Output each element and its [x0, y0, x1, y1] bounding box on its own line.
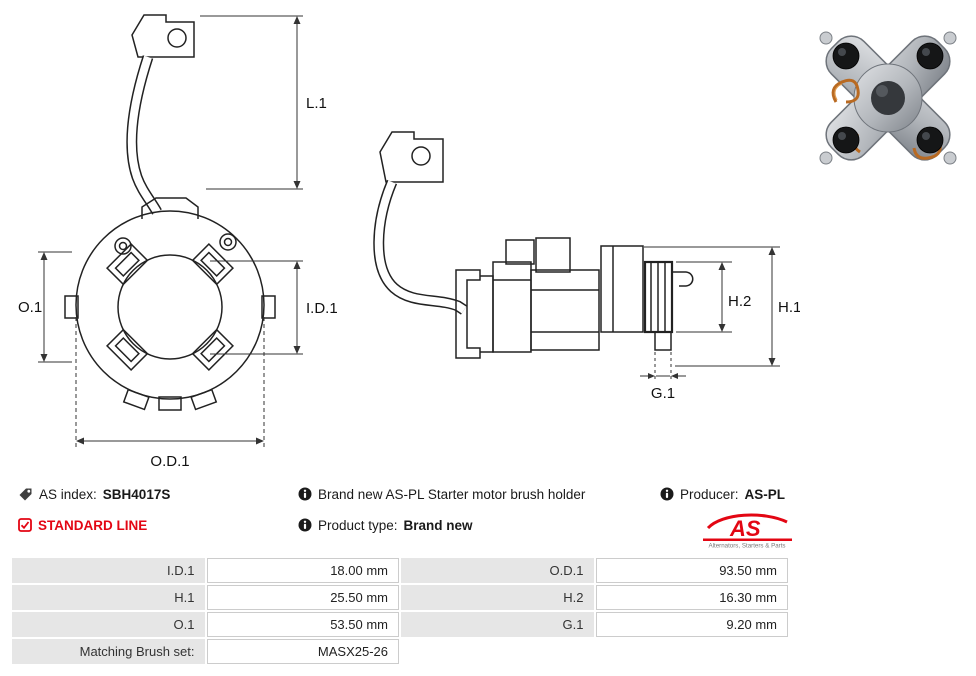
spec-label-h1: H.1: [12, 585, 205, 610]
side-lead-wire: [373, 179, 468, 315]
side-view-technical-drawing: H.2 H.1 G.1: [373, 131, 800, 400]
spec-empty-cell: [596, 639, 789, 664]
dimension-label-o1: O.1: [18, 299, 42, 316]
standard-line-row: STANDARD LINE: [18, 515, 283, 535]
spec-label-od1: O.D.1: [401, 558, 594, 583]
product-description: Brand new AS-PL Starter motor brush hold…: [318, 486, 586, 502]
info-icon: [298, 518, 312, 532]
spec-value-g1: 9.20 mm: [595, 612, 788, 637]
product-type-row: Product type: Brand new: [298, 515, 648, 535]
dimension-label-id1: I.D.1: [306, 300, 338, 317]
side-terminal-block: [379, 131, 444, 183]
standard-line-label: STANDARD LINE: [38, 517, 148, 533]
spec-value-o1: 53.50 mm: [206, 612, 399, 637]
spec-row: O.1 53.50 mm G.1 9.20 mm: [12, 612, 788, 637]
as-index-value: SBH4017S: [102, 486, 171, 502]
spec-value-od1: 93.50 mm: [595, 558, 788, 583]
description-row: Brand new AS-PL Starter motor brush hold…: [298, 484, 648, 504]
tag-icon: [18, 487, 33, 502]
producer-label: Producer:: [680, 486, 739, 502]
logo-text: AS: [729, 516, 761, 541]
checkbox-checked-icon: [18, 518, 32, 532]
front-holder-plate: [64, 197, 276, 411]
info-middle-column: Brand new AS-PL Starter motor brush hold…: [298, 484, 648, 546]
spec-label-g1: G.1: [401, 612, 594, 637]
side-dimension-lines: [640, 246, 780, 382]
front-lead-wire: [126, 55, 162, 215]
info-icon: [660, 487, 674, 501]
product-photo: [819, 31, 957, 165]
dimension-label-l1: L.1: [306, 95, 327, 112]
as-pl-logo: AS Alternators, Starters & Parts: [700, 511, 800, 554]
product-type-value: Brand new: [403, 517, 473, 533]
spec-label-matching-brush-set: Matching Brush set:: [12, 639, 205, 664]
specifications-table: I.D.1 18.00 mm O.D.1 93.50 mm H.1 25.50 …: [10, 556, 790, 666]
spec-row: I.D.1 18.00 mm O.D.1 93.50 mm: [12, 558, 788, 583]
as-index-label: AS index:: [39, 486, 97, 502]
dimension-label-od1: O.D.1: [150, 453, 189, 470]
dimension-label-h1: H.1: [778, 299, 800, 316]
product-type-label: Product type:: [318, 517, 398, 533]
side-dimension-arrows: [648, 247, 776, 379]
logo-subtext: Alternators, Starters & Parts: [708, 543, 785, 550]
side-holder-body: [455, 237, 694, 359]
front-dimension-lines: [38, 15, 303, 447]
front-terminal-block: [131, 14, 195, 58]
info-icon: [298, 487, 312, 501]
producer-value: AS-PL: [744, 486, 786, 502]
dimension-label-g1: G.1: [651, 385, 675, 400]
dimension-label-h2: H.2: [728, 293, 751, 310]
info-right-column: Producer: AS-PL AS Alternators, Starters…: [660, 484, 800, 554]
spec-empty-cell: [401, 639, 594, 664]
logo-rule: [703, 538, 792, 541]
photo-metal-plate: [825, 35, 951, 161]
front-view-technical-drawing: L.1 I.D.1 O.1 O.D.1: [18, 14, 338, 470]
photo-screws: [819, 31, 957, 165]
spec-label-id1: I.D.1: [12, 558, 205, 583]
spec-value-h2: 16.30 mm: [595, 585, 788, 610]
spec-row: Matching Brush set: MASX25-26: [12, 639, 788, 664]
spec-row: H.1 25.50 mm H.2 16.30 mm: [12, 585, 788, 610]
front-dimension-arrows: [40, 16, 301, 445]
spec-value-matching-brush-set: MASX25-26: [206, 639, 399, 664]
as-index-row: AS index: SBH4017S: [18, 484, 283, 504]
producer-row: Producer: AS-PL: [660, 484, 800, 504]
photo-brush-highlights: [838, 48, 930, 140]
spec-label-h2: H.2: [401, 585, 594, 610]
logo-swoosh: [706, 513, 788, 530]
info-left-column: AS index: SBH4017S STANDARD LINE: [18, 484, 283, 546]
spec-value-h1: 25.50 mm: [206, 585, 399, 610]
spec-value-id1: 18.00 mm: [206, 558, 399, 583]
spec-label-o1: O.1: [12, 612, 205, 637]
